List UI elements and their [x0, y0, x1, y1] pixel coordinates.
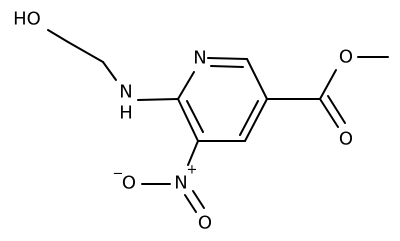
ring-n-label: N — [193, 48, 206, 69]
amine-h-label: H — [119, 103, 133, 124]
bond-carbonyl-ester-o — [319, 69, 337, 100]
nitro-o-double-label: O — [198, 213, 212, 234]
bond-o-ch2 — [47, 29, 69, 43]
bond-nitro-o-double-a — [184, 194, 197, 213]
bond-ch2-nh — [102, 61, 117, 81]
bond-c5-c4 — [244, 98, 268, 142]
bonds — [47, 29, 389, 213]
bond-c3-nitro — [187, 140, 199, 166]
carbonyl-o-label: O — [339, 129, 353, 150]
bond-c2-n1 — [177, 71, 195, 100]
amine-n-label: N — [119, 82, 132, 103]
bond-n1-c6-inner — [210, 65, 244, 68]
bond-n1-c6 — [207, 57, 248, 60]
bond-c3-c2 — [177, 98, 199, 142]
atom-labels: HO N H N N + O − O O O — [13, 9, 353, 234]
ester-o-label: O — [339, 47, 353, 68]
bond-ch2-ch2 — [67, 41, 104, 63]
bond-nh-c2 — [137, 98, 179, 101]
bond-nitro-o-double-b — [192, 190, 205, 209]
bond-c5-c4-inner — [239, 100, 259, 136]
bond-carbonyl-o-double-a — [319, 98, 339, 128]
bond-c3-c2-inner — [186, 100, 204, 133]
hydroxyl-label: HO — [13, 9, 41, 30]
nitro-n-label: N — [174, 173, 187, 194]
bond-c6-c5 — [246, 58, 268, 100]
nitro-minus-charge: − — [113, 167, 124, 182]
bond-carbonyl-o-double-b — [327, 95, 346, 124]
nitro-o-minus-label: O — [122, 173, 136, 194]
nitro-plus-charge: + — [187, 163, 198, 178]
